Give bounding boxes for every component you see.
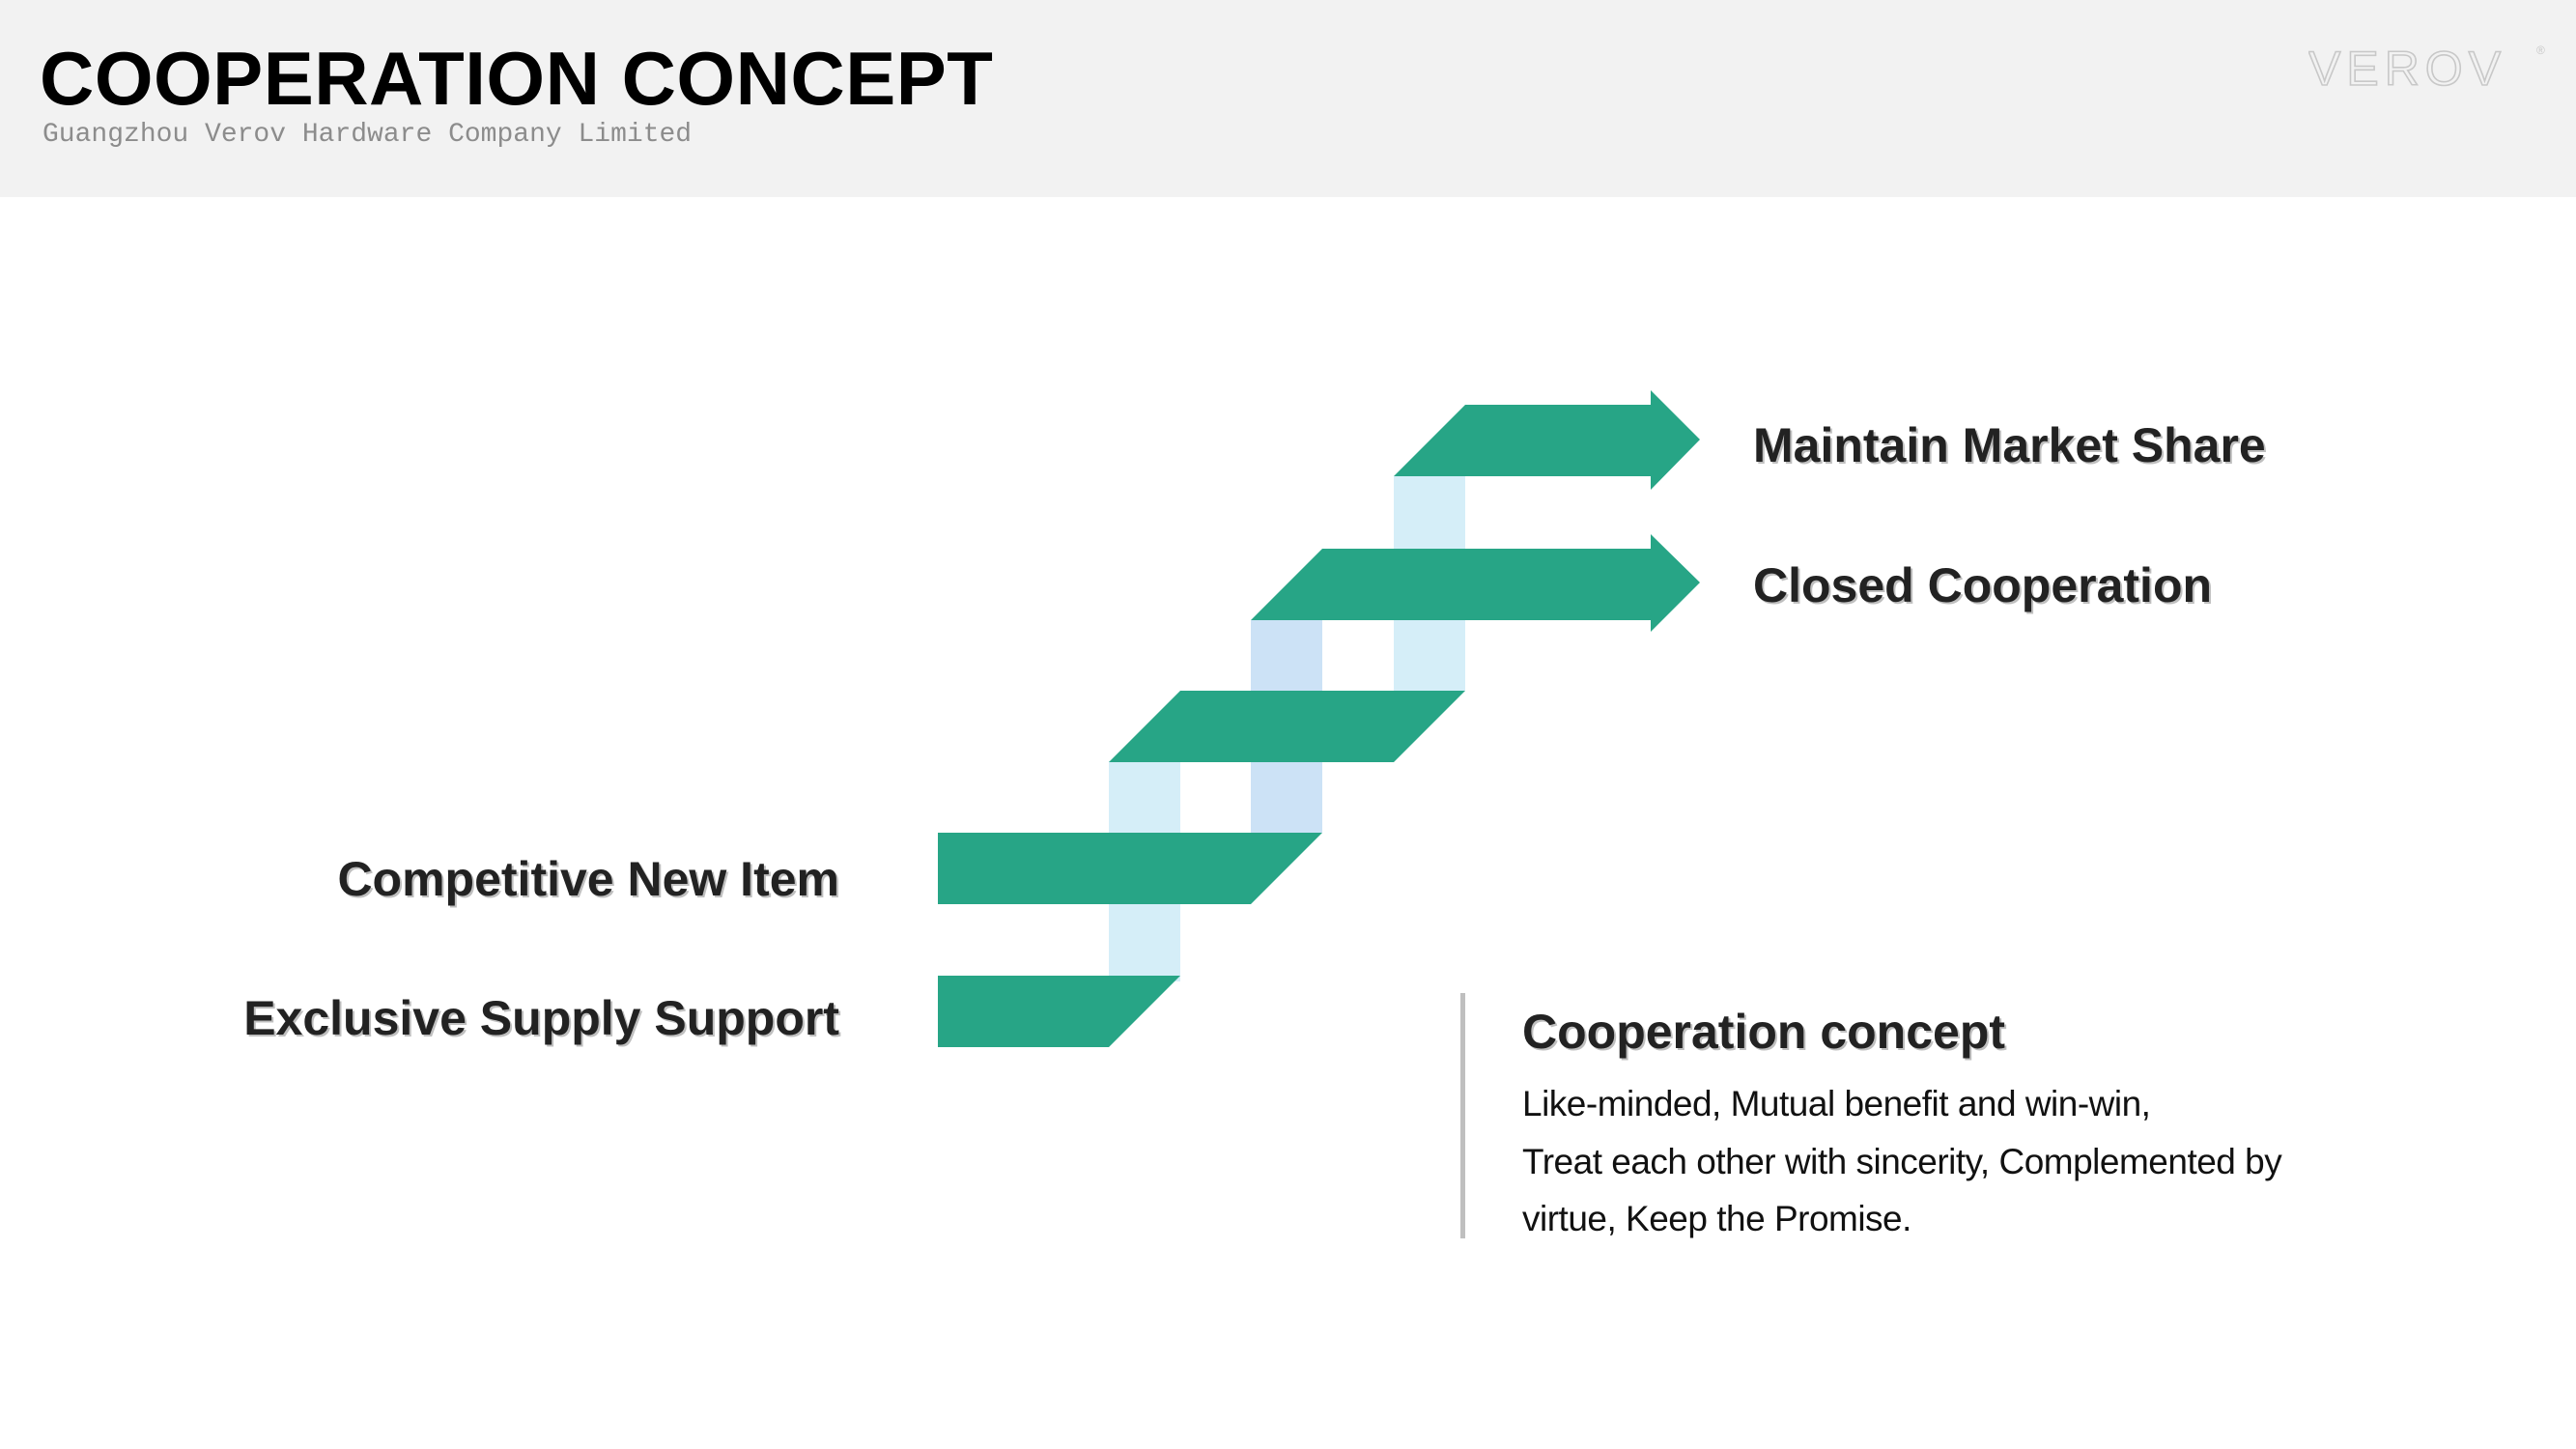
step-arrow-5: [1394, 390, 1700, 490]
page-title: COOPERATION CONCEPT: [40, 36, 994, 121]
info-line-2: Treat each other with sincerity, Complem…: [1522, 1142, 2282, 1181]
step-arrow-4: [1251, 534, 1700, 632]
info-title: Cooperation concept: [1522, 1005, 2006, 1059]
step-label-competitive-new-item: Competitive New Item: [337, 852, 839, 906]
info-line-1: Like-minded, Mutual benefit and win-win,: [1522, 1084, 2151, 1123]
logo-text: VEROV: [2308, 42, 2506, 96]
step-band-2: [938, 833, 1322, 904]
header-bar: COOPERATION CONCEPT Guangzhou Verov Hard…: [0, 0, 2576, 197]
step-band-1: [938, 976, 1180, 1047]
step-label-closed-cooperation: Closed Cooperation: [1753, 558, 2213, 612]
info-line-3: virtue, Keep the Promise.: [1522, 1199, 1911, 1238]
logo-registered-mark: ®: [2536, 43, 2545, 57]
step-label-maintain-market-share: Maintain Market Share: [1753, 418, 2266, 472]
company-subtitle: Guangzhou Verov Hardware Company Limited: [42, 120, 693, 150]
step-band-3: [1109, 691, 1465, 762]
step-label-exclusive-supply-support: Exclusive Supply Support: [243, 991, 839, 1045]
verov-logo-icon: VEROV ®: [2308, 41, 2545, 97]
info-divider: [1460, 993, 1465, 1238]
